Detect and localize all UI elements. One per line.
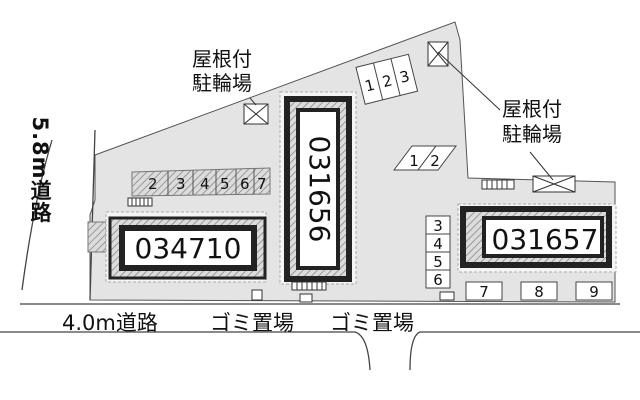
shelter-left-line2: 駐輪場 [192, 71, 252, 95]
left-slot-4: 4 [200, 175, 210, 193]
bottom-slot-9: 9 [589, 283, 599, 301]
leader-right-shelter-2 [529, 151, 554, 181]
shelter-left-line1: 屋根付 [192, 47, 252, 71]
building-right-label: 031657 [492, 223, 599, 256]
building-left: 034710 [105, 211, 267, 283]
garbage-box-right [439, 291, 455, 301]
right-slot-5: 5 [433, 253, 443, 271]
left-slot-2: 2 [148, 175, 158, 193]
right-bike-rack [481, 179, 515, 190]
garbage-box-center [299, 293, 313, 303]
shelter-right-line2: 駐輪場 [502, 122, 562, 146]
left-road-label: 5.8m道路 [28, 116, 52, 224]
bottom-road-curb-right [409, 331, 640, 371]
bike-shelter-right-box [532, 175, 576, 193]
bottom-road-label: 4.0m道路 [62, 311, 158, 335]
garbage-label-left: ゴミ置場 [210, 311, 294, 335]
bottom-slot-8: 8 [534, 283, 544, 301]
left-slot-3: 3 [176, 175, 186, 193]
garbage-box-left [251, 289, 263, 301]
left-stairs [87, 221, 107, 253]
diagonal-slot-2: 2 [430, 152, 440, 170]
left-road-edge [89, 129, 96, 301]
right-slot-4: 4 [433, 235, 443, 253]
bottom-road-curb-left [0, 331, 371, 371]
center-bike-rack [291, 281, 327, 291]
bottom-slot-7: 7 [479, 283, 489, 301]
building-right: 031657 [457, 203, 617, 273]
bike-shelter-left-box [243, 103, 269, 125]
diagonal-slot-1: 1 [409, 152, 419, 170]
bike-shelter-top-box [427, 41, 449, 67]
building-left-label: 034710 [135, 232, 242, 265]
left-slot-5: 5 [220, 175, 230, 193]
left-parking-row: 2 3 4 5 6 7 [131, 167, 271, 197]
top-parking-row: 1 2 3 [355, 53, 419, 105]
building-center: 031656 [279, 91, 357, 285]
top-slot-1: 1 [363, 76, 377, 96]
top-slot-3: 3 [398, 67, 412, 87]
bottom-parking-row: 7 8 9 [465, 281, 613, 301]
leader-right-shelter [437, 51, 501, 111]
shelter-right-line1: 屋根付 [502, 97, 562, 121]
diagonal-parking: 1 2 [393, 145, 457, 171]
garbage-label-right: ゴミ置場 [330, 311, 414, 335]
top-slot-2: 2 [380, 71, 394, 91]
left-road-curb [21, 139, 53, 291]
left-slot-6: 6 [240, 175, 250, 193]
left-slot-7: 7 [257, 175, 267, 193]
building-center-label: 031656 [303, 136, 336, 243]
right-column-parking: 3 4 5 6 [425, 215, 451, 289]
leader-left-shelter [249, 97, 257, 106]
right-slot-6: 6 [433, 271, 443, 289]
right-slot-3: 3 [433, 217, 443, 235]
